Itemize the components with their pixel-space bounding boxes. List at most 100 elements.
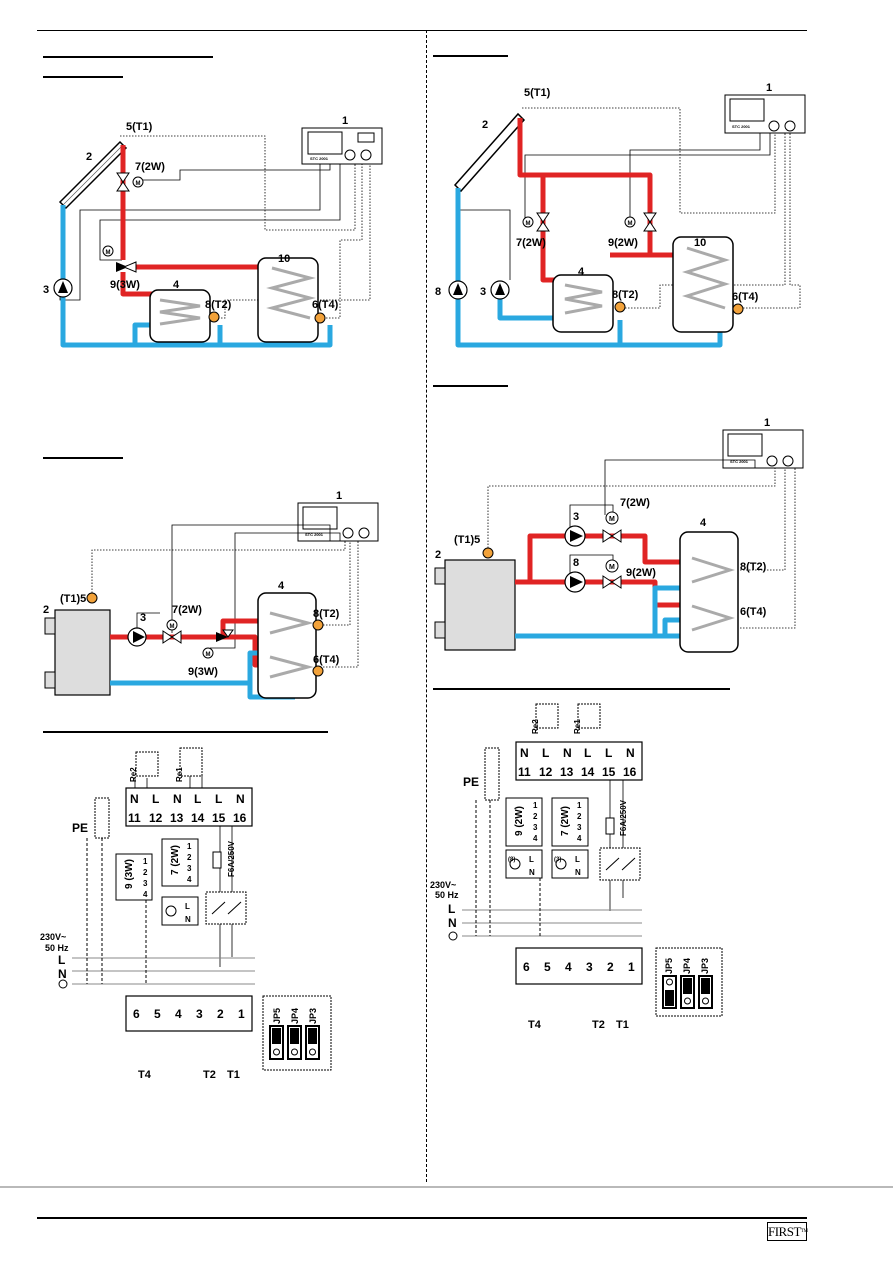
svg-text:L: L [529, 855, 534, 864]
svg-text:7 (2W): 7 (2W) [560, 806, 571, 836]
svg-text:2: 2 [482, 119, 488, 131]
valve-9-2way: M 9(2W) [608, 212, 657, 249]
svg-text:L: L [215, 792, 222, 806]
svg-text:F6A/250V: F6A/250V [227, 840, 236, 877]
svg-text:7(2W): 7(2W) [516, 237, 546, 249]
svg-text:13: 13 [170, 811, 184, 825]
svg-text:1: 1 [764, 417, 770, 429]
section-heading-bar [433, 688, 730, 690]
section-heading-bar [43, 731, 328, 733]
top-rule [37, 30, 807, 31]
subheading-bar [433, 385, 508, 387]
pump-8: 8 [435, 280, 468, 300]
svg-text:9 (2W): 9 (2W) [514, 806, 525, 836]
wiring-diagram-3way: Re2 Re1 N L N L L N 11 12 13 14 15 16 PE… [40, 747, 332, 1081]
svg-text:N: N [575, 868, 581, 877]
solar-collector: 2 [453, 112, 526, 193]
svg-text:T4: T4 [528, 1019, 542, 1028]
schema-boiler-3way: STC 2001 1 2 3 M 7(2W) [43, 490, 379, 700]
svg-text:M: M [170, 624, 175, 630]
svg-text:6: 6 [133, 1007, 140, 1021]
tank-4: 4 [149, 279, 211, 343]
svg-text:10: 10 [278, 253, 290, 265]
svg-text:8(T2): 8(T2) [740, 561, 767, 573]
svg-text:F6A/250V: F6A/250V [619, 799, 628, 836]
svg-text:8(T2): 8(T2) [612, 289, 639, 301]
svg-text:9(3W): 9(3W) [188, 666, 218, 678]
terminal-strip-top: N L N L L N 11 12 13 14 15 16 [125, 787, 253, 827]
sensor-6-T4: 6(T4) [312, 299, 339, 324]
svg-text:3: 3 [573, 511, 579, 523]
svg-text:5: 5 [544, 960, 551, 974]
controller-unit: STC 2001 1 [297, 490, 379, 542]
svg-text:1: 1 [766, 82, 772, 94]
sensor-terminal-strip: 6 5 4 3 2 1 T4 T2 T1 [125, 995, 253, 1081]
svg-text:1: 1 [533, 801, 538, 810]
svg-text:Re1: Re1 [573, 719, 582, 734]
svg-text:PE: PE [463, 775, 479, 789]
sensor-8-T2: 8(T2) [612, 289, 639, 313]
svg-text:8(T2): 8(T2) [313, 608, 340, 620]
svg-text:7(2W): 7(2W) [135, 161, 165, 173]
pump-3: 3 [43, 278, 73, 298]
svg-text:9(2W): 9(2W) [626, 567, 656, 579]
svg-text:2: 2 [86, 151, 92, 163]
svg-text:N: N [529, 868, 535, 877]
tank-4: 4 [679, 517, 739, 653]
svg-text:6(T4): 6(T4) [312, 299, 339, 311]
jumper-block: JP5 JP4 JP3 [262, 995, 332, 1071]
svg-text:N: N [626, 746, 635, 760]
svg-text:7(2W): 7(2W) [172, 604, 202, 616]
controller-unit: STC 2001 1 [722, 417, 804, 469]
svg-text:2: 2 [533, 812, 538, 821]
valve-9-3way: M 9(3W) [188, 629, 234, 678]
svg-text:L: L [194, 792, 201, 806]
sensor-8-T2: 8(T2) [205, 299, 232, 323]
svg-text:2: 2 [577, 812, 582, 821]
svg-text:13: 13 [560, 765, 574, 779]
svg-text:JP4: JP4 [682, 958, 692, 974]
svg-text:1: 1 [577, 801, 582, 810]
svg-text:3: 3 [533, 823, 538, 832]
svg-text:L: L [542, 746, 549, 760]
sensor-6-T4: 6(T4) [740, 606, 767, 618]
svg-text:8: 8 [435, 286, 441, 298]
pump-3: 3 [564, 511, 586, 547]
svg-text:4: 4 [175, 1007, 182, 1021]
schema-solar-2way: STC 2001 1 2 8 3 M [435, 82, 806, 348]
svg-text:L: L [448, 902, 455, 916]
svg-text:1: 1 [628, 960, 635, 974]
svg-text:3: 3 [586, 960, 593, 974]
mains-lines: 230V~ 50 Hz L N [430, 800, 642, 941]
subheading-bar [43, 76, 123, 78]
svg-text:(T1)5: (T1)5 [60, 593, 86, 605]
svg-text:5(T1): 5(T1) [524, 87, 551, 99]
svg-text:5: 5 [154, 1007, 161, 1021]
svg-text:230V~: 230V~ [40, 932, 66, 942]
svg-text:4: 4 [173, 279, 180, 291]
svg-text:Re2: Re2 [129, 767, 138, 782]
relay-block: Re2 Re1 [129, 747, 203, 782]
svg-text:N: N [185, 915, 191, 924]
pump-3: 3 [127, 612, 147, 647]
svg-text:JP4: JP4 [290, 1008, 300, 1024]
svg-text:N: N [520, 746, 529, 760]
svg-text:15: 15 [212, 811, 226, 825]
svg-text:15: 15 [602, 765, 616, 779]
svg-text:8: 8 [573, 557, 579, 569]
valve-7-2way-terminal: 7 (2W) 1 2 3 4 [551, 797, 589, 847]
switch-box [599, 847, 641, 881]
svg-text:10: 10 [694, 237, 706, 249]
svg-text:M: M [526, 221, 531, 227]
svg-text:M: M [609, 516, 615, 523]
svg-text:1: 1 [143, 857, 148, 866]
svg-text:T2: T2 [203, 1069, 216, 1081]
svg-text:9(2W): 9(2W) [608, 237, 638, 249]
svg-text:M: M [628, 221, 633, 227]
boiler-2: 2 [434, 549, 516, 651]
sensor-6-T4: 6(T4) [312, 654, 340, 677]
schema-boiler-2way: STC 2001 1 2 3 8 M [434, 417, 804, 653]
svg-text:JP5: JP5 [664, 958, 674, 974]
svg-text:3: 3 [143, 879, 148, 888]
pump-3: 3 [480, 280, 510, 300]
